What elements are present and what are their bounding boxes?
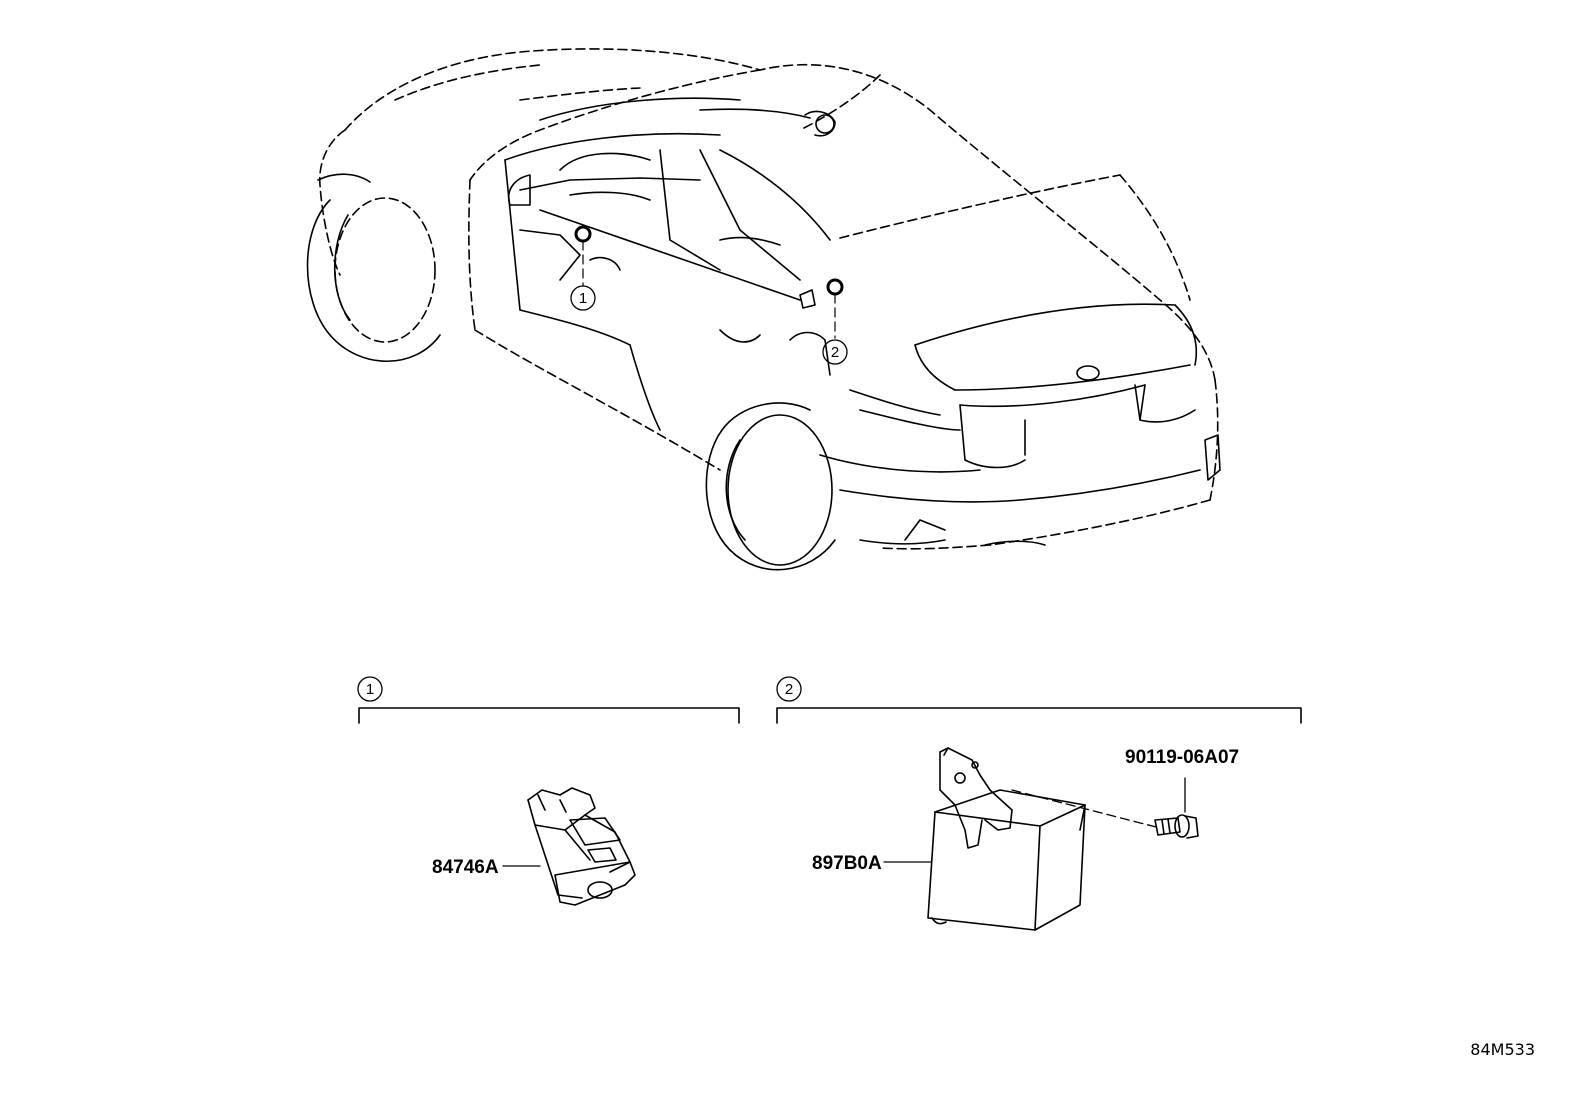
vehicle-interior xyxy=(504,97,836,431)
control-module-icon xyxy=(927,747,1086,931)
vehicle-illustration xyxy=(306,48,1221,571)
vehicle-rear xyxy=(819,303,1221,546)
part-number-90119-06A07: 90119-06A07 xyxy=(1125,747,1239,768)
vehicle-callout-2-number: 2 xyxy=(831,344,839,361)
bolt-install-path xyxy=(1011,789,1161,829)
group-2-bracket xyxy=(776,707,1302,724)
group-2-marker xyxy=(776,676,802,702)
group-1 xyxy=(357,676,740,724)
rear-wheel xyxy=(705,402,836,571)
diagram-code: 84M533 xyxy=(1470,1040,1535,1059)
part-number-897B0A: 897B0A xyxy=(812,853,882,874)
front-wheel xyxy=(306,173,441,362)
group-2-number: 2 xyxy=(785,681,793,698)
part-number-84746A: 84746A xyxy=(432,857,499,878)
vehicle-body-outline xyxy=(319,48,1219,550)
bolt-icon xyxy=(1154,777,1199,839)
vehicle-callout-1-number: 1 xyxy=(579,290,587,307)
group-1-marker xyxy=(357,676,383,702)
group-1-bracket xyxy=(358,707,740,724)
switch-icon xyxy=(527,787,636,906)
group-1-number: 1 xyxy=(366,681,374,698)
vehicle-callouts xyxy=(570,225,848,365)
group-2 xyxy=(776,676,1302,724)
